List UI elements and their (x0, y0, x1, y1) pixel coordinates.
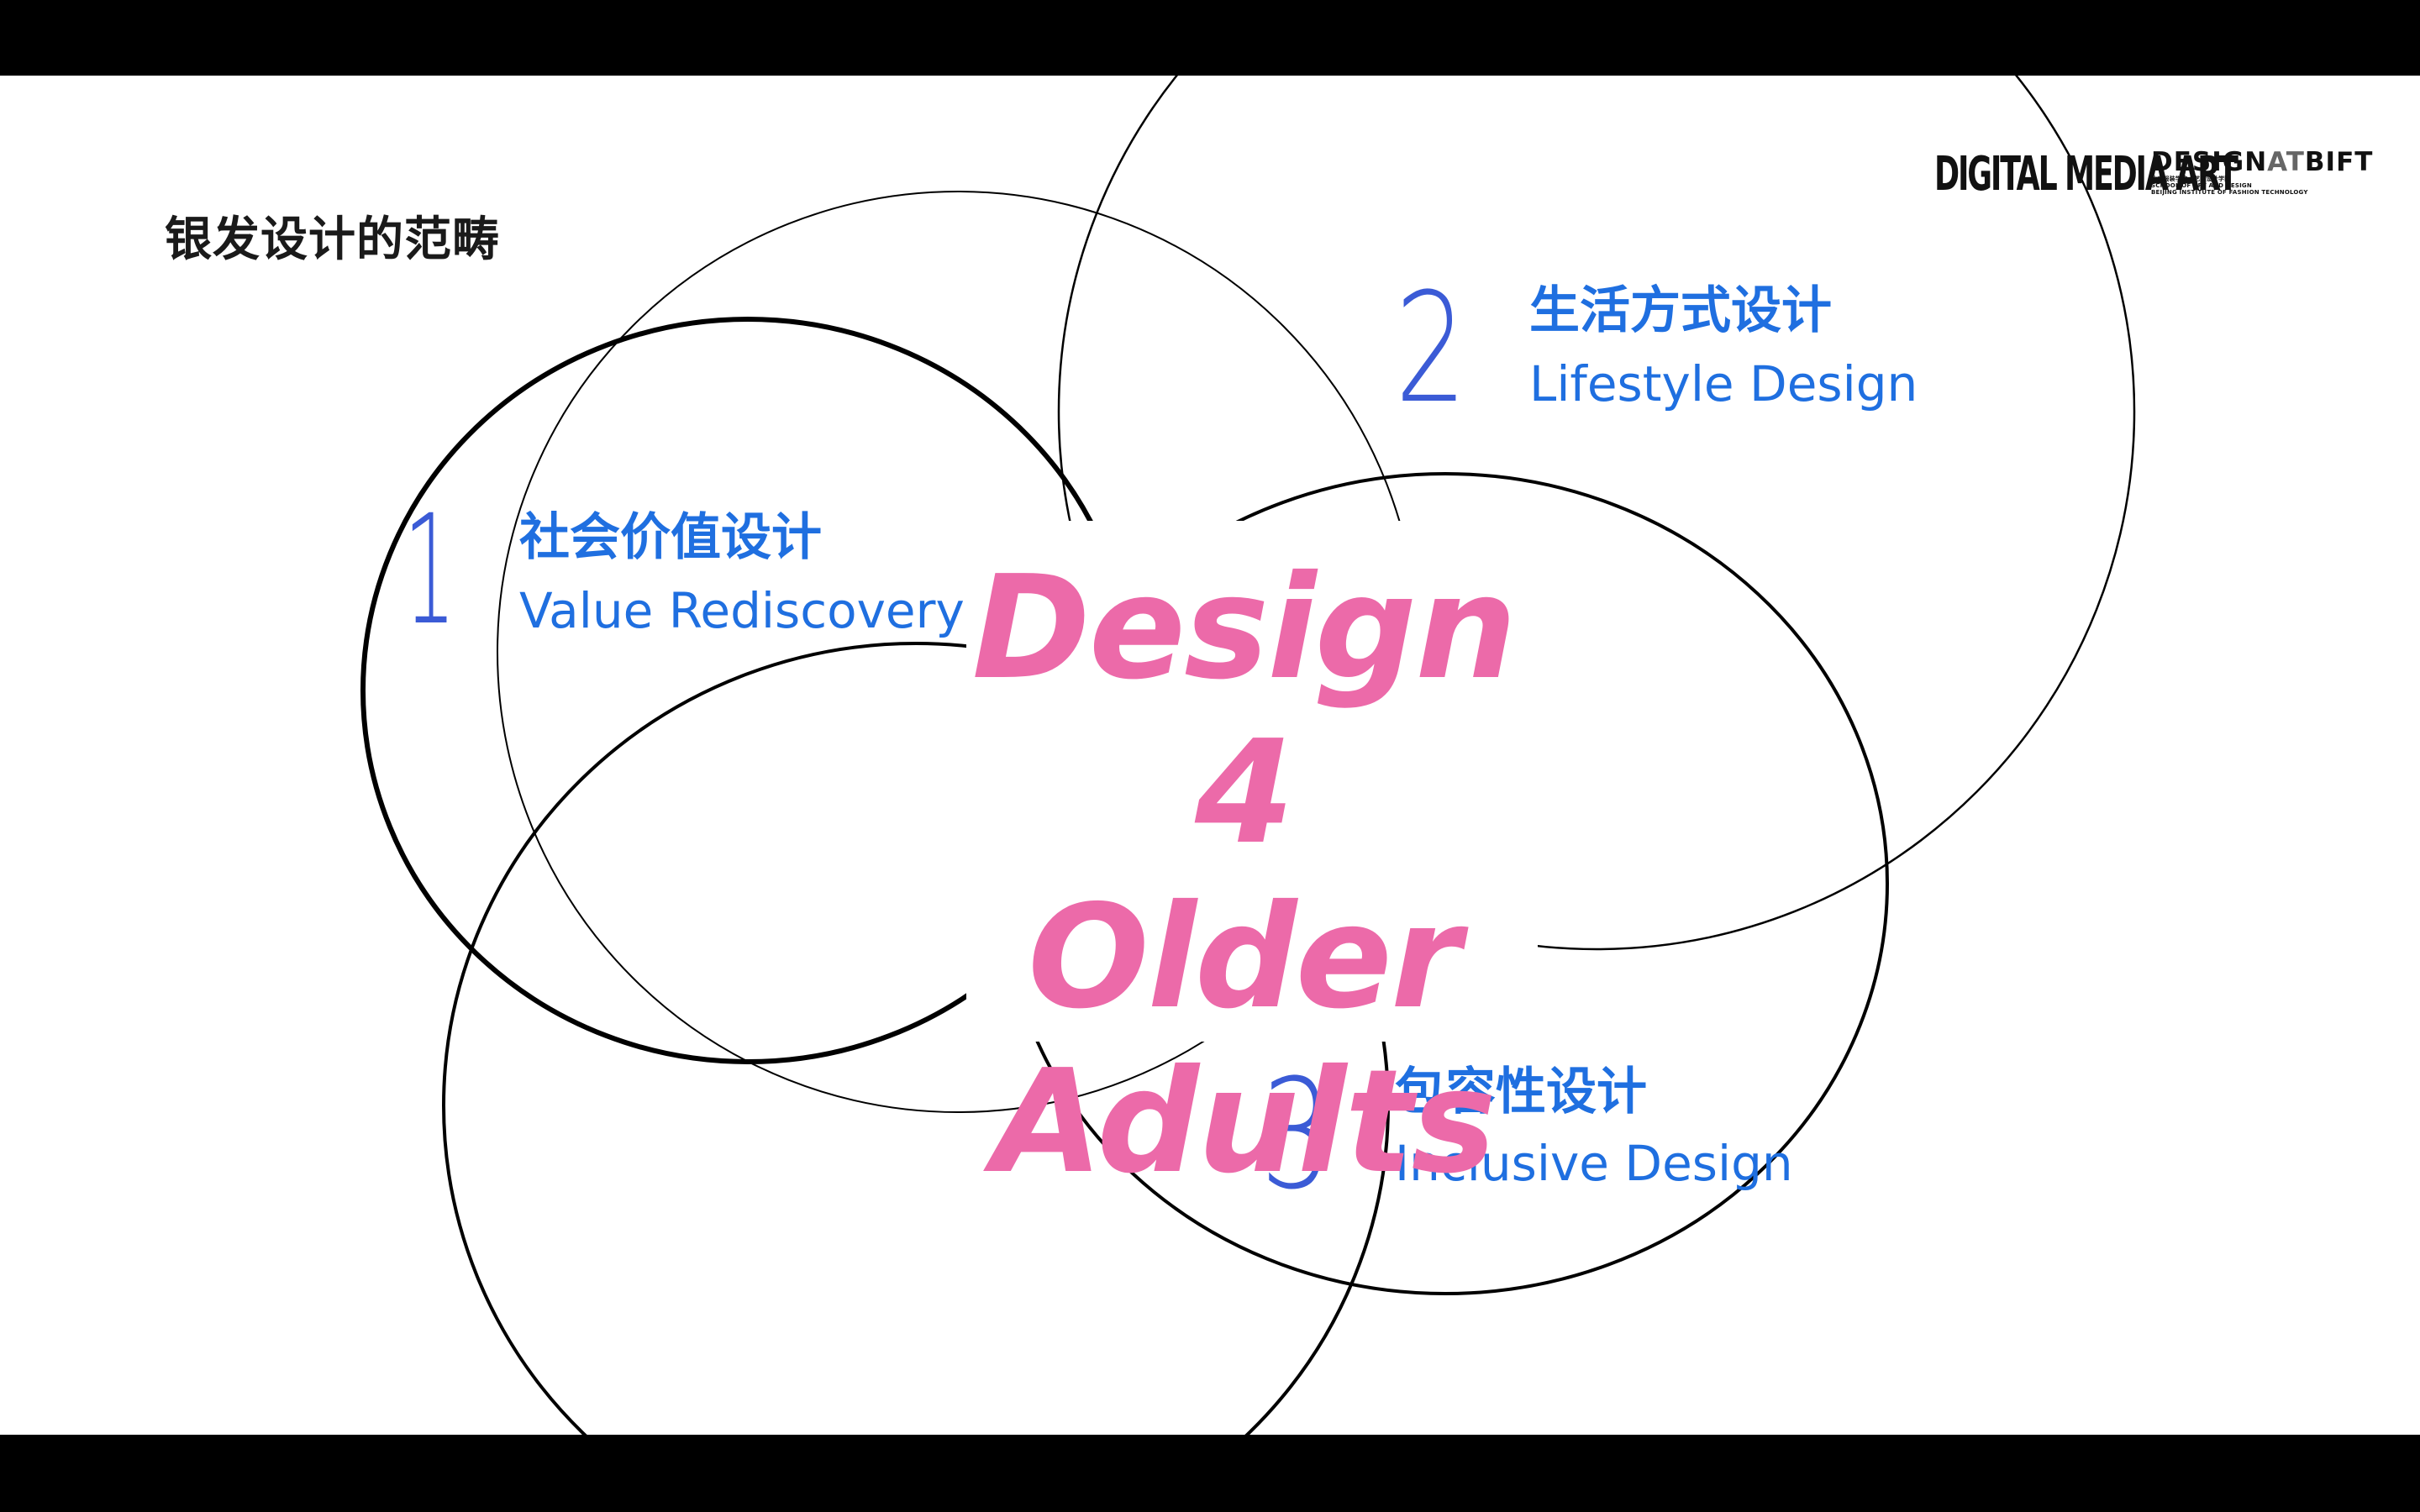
designatbift-cn: 北京服装学院 | 艺术设计学院 (2151, 176, 2231, 182)
designatbift-wordmark: DESIGNATBIFT (2151, 150, 2373, 176)
item-3-number: 3 (1260, 1047, 1333, 1223)
item-1-cn-label: 社会价值设计 (519, 508, 822, 567)
designatbift-logo: DESIGNATBIFT 北京服装学院 | 艺术设计学院 SCHOOL OF A… (2151, 150, 2373, 197)
item-2-cn-label: 生活方式设计 (1529, 281, 1832, 340)
slide: 银发设计的范畴 DIGITAL MEDIA ART DESIGNATBIFT 北… (0, 76, 2420, 1435)
hero-line-1: Design 4 (971, 545, 1518, 876)
hero-title: Design 4 Older Adults (924, 546, 1563, 1205)
item-3-en-label: Inclusive Design (1395, 1135, 1793, 1192)
designatbift-sub1: SCHOOL OF ART AND DESIGN (2151, 182, 2252, 189)
circle-bottom (442, 642, 1390, 1435)
designatbift-sub2: BEIJING INSTITUTE OF FASHION TECHNOLOGY (2151, 189, 2308, 196)
digital-media-art-logo: DIGITAL MEDIA ART (1934, 147, 2238, 202)
item-1-number: 1 (403, 483, 456, 659)
hero-line-3: Adults (992, 1039, 1497, 1205)
overlapping-circles-graphic (360, 76, 2136, 1435)
designatbift-wordmark-at: AT (2267, 147, 2305, 177)
page-title: 银发设计的范畴 (165, 213, 500, 267)
hero-line-2: Older (1028, 874, 1461, 1041)
circle-lifestyle (1057, 76, 2136, 951)
designatbift-wordmark-bift: BIFT (2304, 147, 2374, 177)
hero-backdrop (966, 521, 1538, 1042)
designatbift-wordmark-design: DESIGN (2151, 147, 2268, 177)
item-2-en-label: Lifestyle Design (1529, 355, 1918, 412)
item-3-cn-label: 包容性设计 (1395, 1063, 1647, 1121)
item-1-en-label: Value Rediscovery (519, 582, 965, 639)
item-2-number: 2 (1395, 261, 1467, 437)
